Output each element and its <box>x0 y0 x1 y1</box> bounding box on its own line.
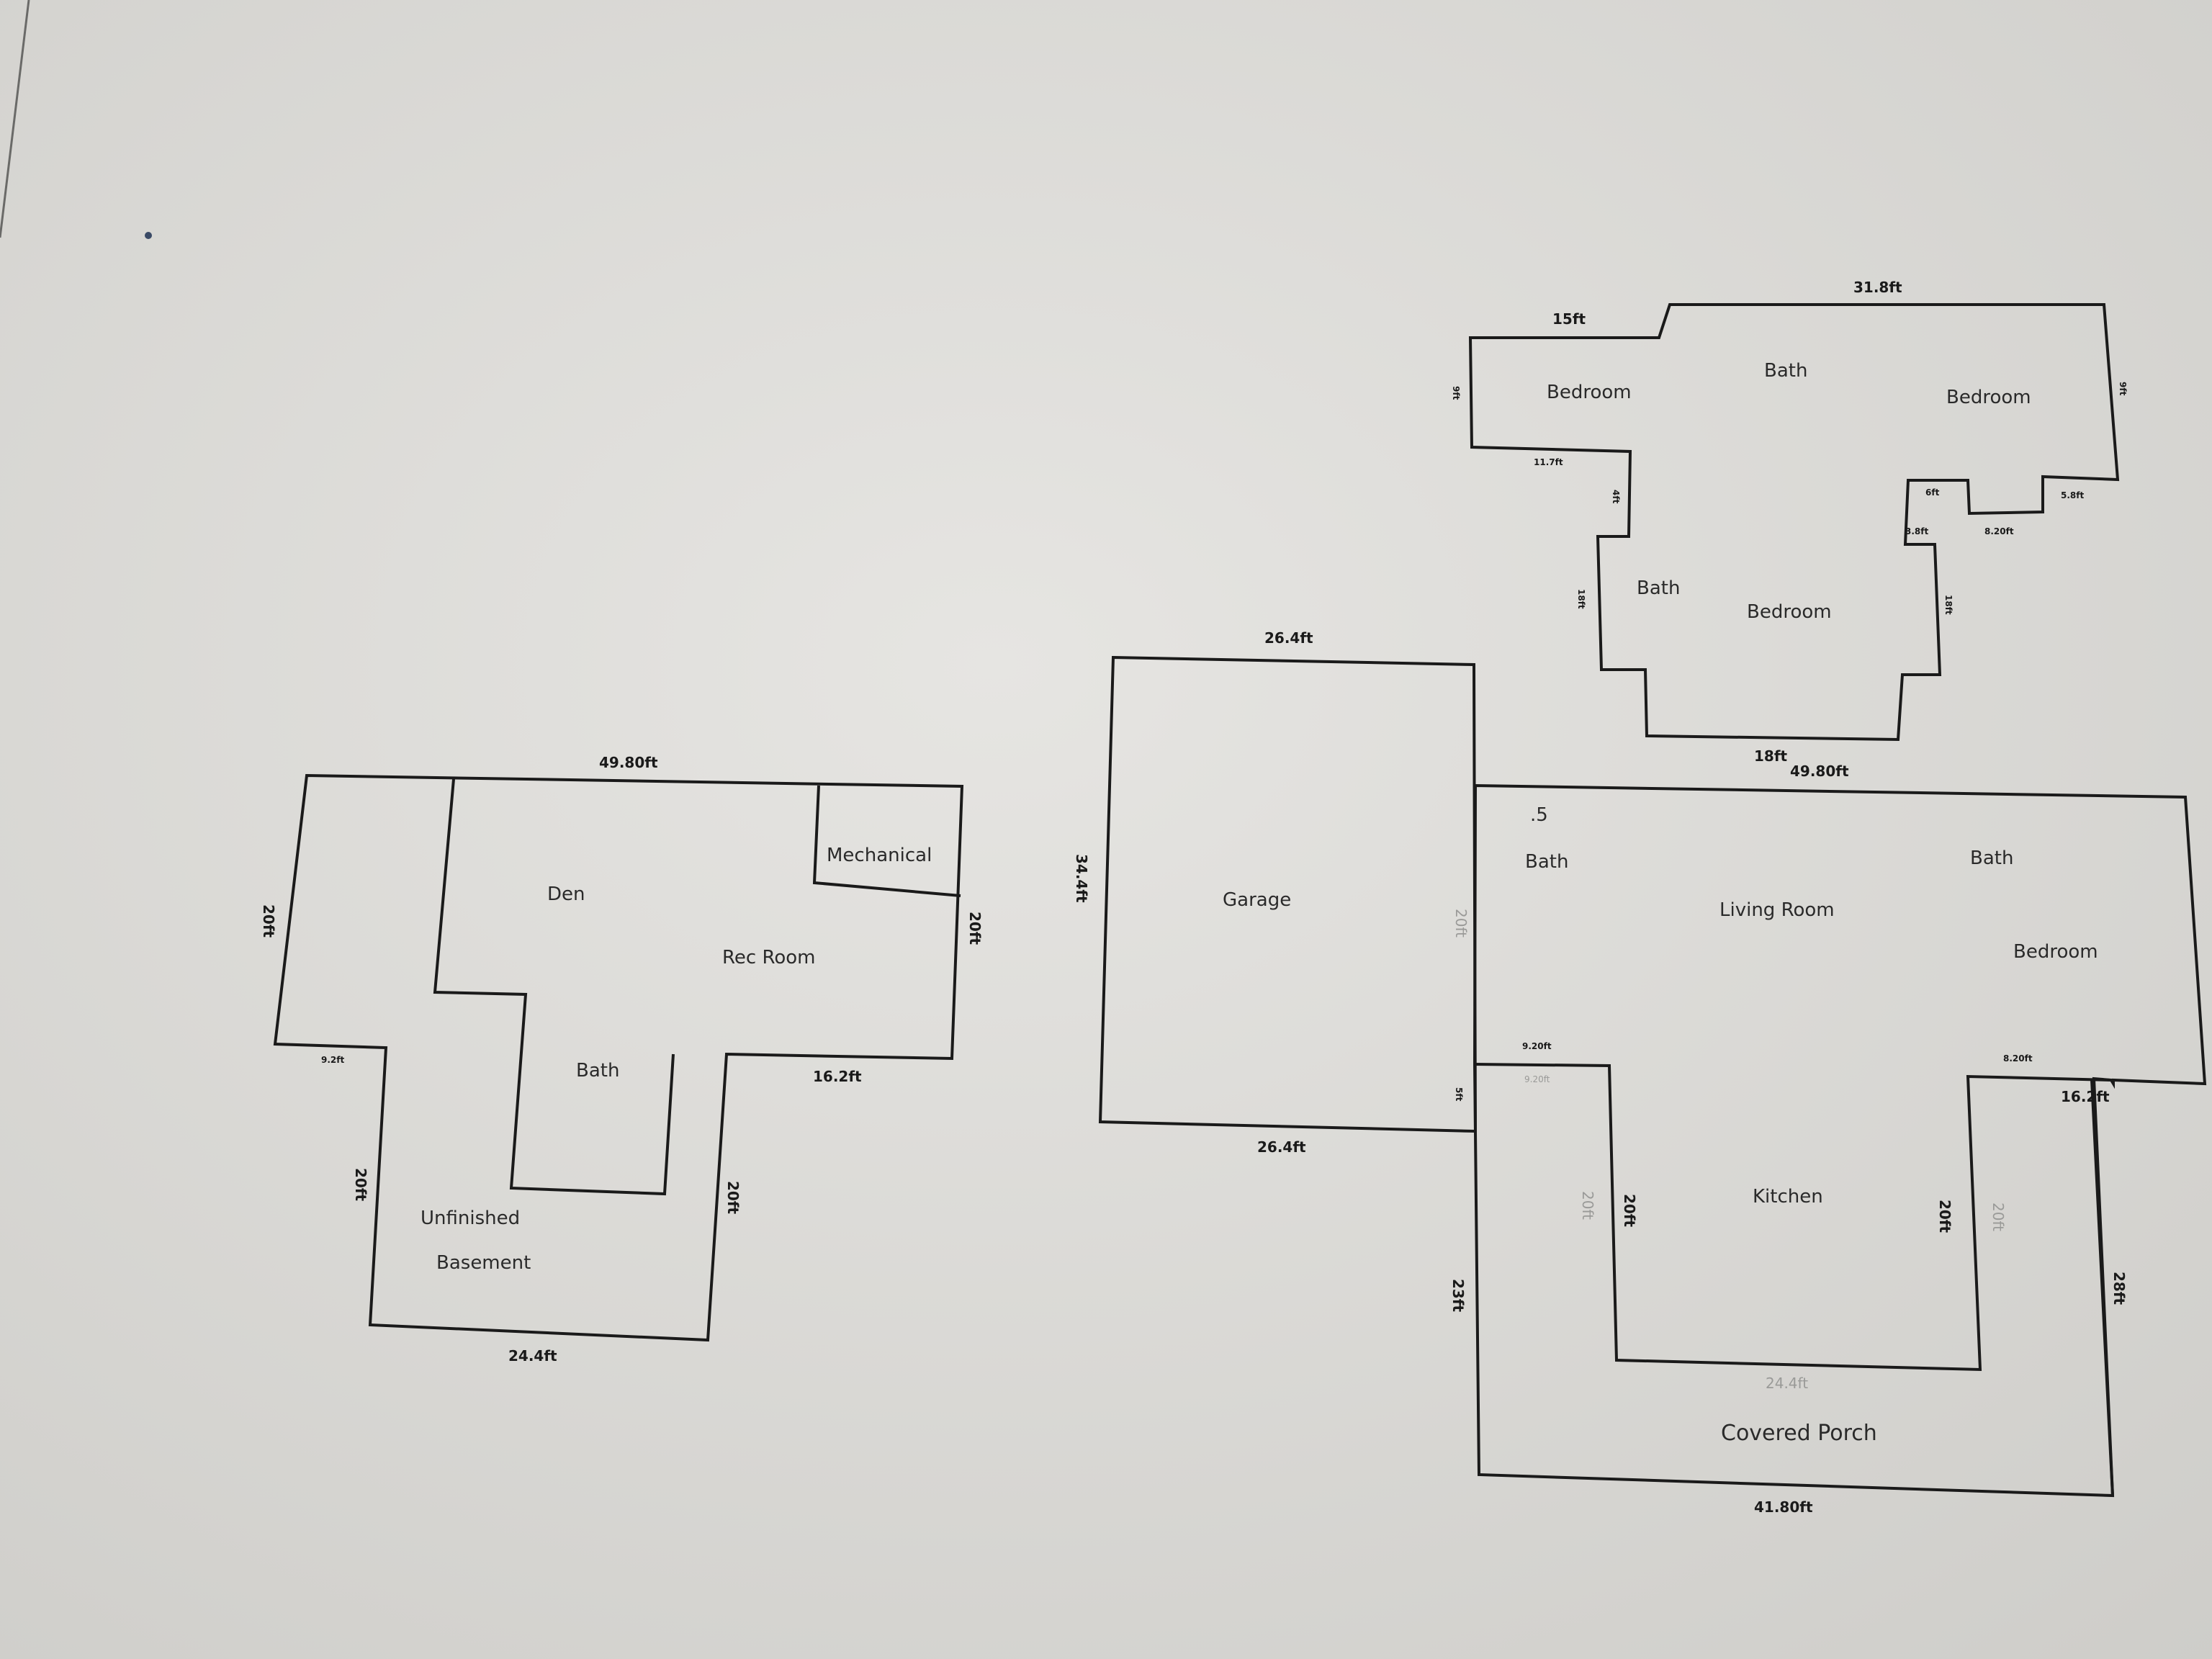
dim-top: 49.80ft <box>599 754 658 771</box>
dim-upper-small-d: 8.20ft <box>1984 526 2014 536</box>
dim-left: 20ft <box>260 904 277 938</box>
upper-floor-outline <box>1468 303 2120 742</box>
room-label-unfinished: Unfinished <box>421 1208 520 1229</box>
dim-kitchen-left: 20ft <box>1621 1194 1638 1228</box>
dim-step: 9.2ft <box>321 1055 344 1065</box>
room-label-bedroom-lower: Bedroom <box>1747 601 1832 623</box>
dim-left-step-faint: 9.20ft <box>1524 1074 1550 1084</box>
room-label-bath-top: Bath <box>1764 360 1807 382</box>
dim-upper-right: 9ft <box>2118 382 2128 396</box>
dim-upper-lower-right: 18ft <box>1943 595 1954 615</box>
paper-edge <box>0 0 30 238</box>
porch-right-wall <box>2090 1079 2114 1496</box>
room-label-garage: Garage <box>1223 889 1291 911</box>
dim-left-step: 9.20ft <box>1522 1041 1552 1051</box>
dim-kitchen-left-faint: 20ft <box>1579 1191 1596 1220</box>
room-label-mechanical: Mechanical <box>827 845 932 866</box>
dim-kitchen-right: 20ft <box>1936 1200 1954 1233</box>
dim-garage-bottom: 26.4ft <box>1257 1138 1306 1156</box>
basement-outline <box>273 773 964 1342</box>
upper-floor-plan: Bedroom Bath Bedroom Bath Bedroom 15ft 3… <box>1451 279 2128 765</box>
dim-main-top: 49.80ft <box>1790 763 1849 780</box>
dim-kitchen-bottom: 24.4ft <box>1766 1375 1808 1392</box>
dim-notch-bottom: 16.2ft <box>813 1068 862 1085</box>
room-label-basement: Basement <box>436 1252 531 1274</box>
dim-upper-small-c: 5.8ft <box>2061 490 2084 500</box>
dim-right-step: 8.20ft <box>2003 1053 2033 1064</box>
dim-garage-right-faint: 20ft <box>1452 909 1470 938</box>
dim-kitchen-right-faint: 20ft <box>1990 1202 2007 1231</box>
dim-garage-right-small: 5ft <box>1454 1087 1464 1102</box>
room-label-bath-lower: Bath <box>1637 577 1680 599</box>
paper-dot <box>145 232 152 239</box>
dim-upper-step-left: 11.7ft <box>1534 457 1563 467</box>
dim-upper-left: 9ft <box>1451 386 1461 400</box>
dim-garage-top: 26.4ft <box>1264 629 1313 647</box>
dim-upper-small-b: 6ft <box>1925 487 1940 498</box>
dim-lower-left: 20ft <box>352 1168 369 1202</box>
room-label-bedroom-right: Bedroom <box>1946 387 2031 408</box>
dim-porch-left: 23ft <box>1449 1279 1467 1313</box>
kitchen-outline <box>1474 1063 2112 1372</box>
basement-plan: Mechanical Den Rec Room Bath Unfinished … <box>260 754 984 1364</box>
mechanical-wall <box>812 785 961 897</box>
room-label-bedroom: Bedroom <box>2013 941 2098 963</box>
room-label-rec-room: Rec Room <box>722 947 816 968</box>
room-label-bath-right: Bath <box>1970 848 2013 869</box>
room-marker-5: .5 <box>1530 804 1548 826</box>
room-label-covered-porch: Covered Porch <box>1721 1421 1877 1446</box>
dim-lower-right: 20ft <box>724 1181 742 1215</box>
dim-upper-bottom: 18ft <box>1754 747 1788 765</box>
dim-right-step-side: 16.2ft <box>2061 1088 2110 1105</box>
room-label-bath-left: Bath <box>1525 851 1568 873</box>
dim-garage-left: 34.4ft <box>1073 854 1090 903</box>
main-floor-plan: .5 Bath Bath Living Room Bedroom Kitchen… <box>1449 763 2207 1516</box>
room-label-bath: Bath <box>576 1060 619 1082</box>
basement-inner-wall <box>433 778 675 1196</box>
dim-bottom: 24.4ft <box>508 1347 557 1364</box>
dim-upper-top-left: 15ft <box>1552 310 1586 328</box>
dim-upper-lower-left: 18ft <box>1576 589 1586 609</box>
dim-porch-right: 28ft <box>2110 1272 2128 1305</box>
room-label-living-room: Living Room <box>1719 899 1835 921</box>
room-label-bedroom-left: Bedroom <box>1547 382 1632 403</box>
room-label-den: Den <box>547 884 585 905</box>
dim-upper-top-right: 31.8ft <box>1853 279 1902 296</box>
dim-porch-bottom: 41.80ft <box>1754 1498 1813 1516</box>
dim-upper-small-e: 3.8ft <box>1905 526 1928 536</box>
room-label-kitchen: Kitchen <box>1753 1186 1823 1208</box>
dim-right: 20ft <box>966 912 984 945</box>
dim-upper-small-a: 4ft <box>1611 490 1621 504</box>
